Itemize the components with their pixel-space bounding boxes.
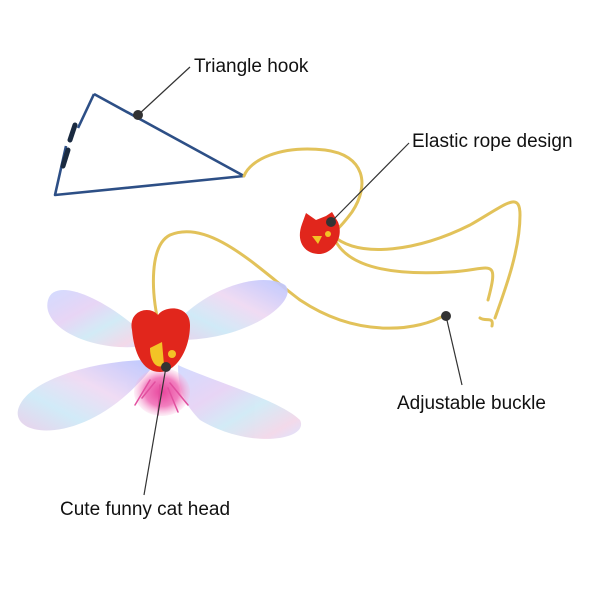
pointer-lines <box>137 66 463 496</box>
butterfly-wings <box>17 280 302 439</box>
label-adjustable-buckle: Adjustable buckle <box>397 393 546 414</box>
pointer-dots <box>133 110 451 372</box>
label-triangle-hook: Triangle hook <box>194 56 309 77</box>
label-cat-head: Cute funny cat head <box>60 499 231 520</box>
triangle-hook <box>53 92 246 197</box>
elastic-rope <box>152 147 522 332</box>
felt-cat-head <box>131 308 190 372</box>
label-elastic-rope: Elastic rope design <box>412 131 573 152</box>
